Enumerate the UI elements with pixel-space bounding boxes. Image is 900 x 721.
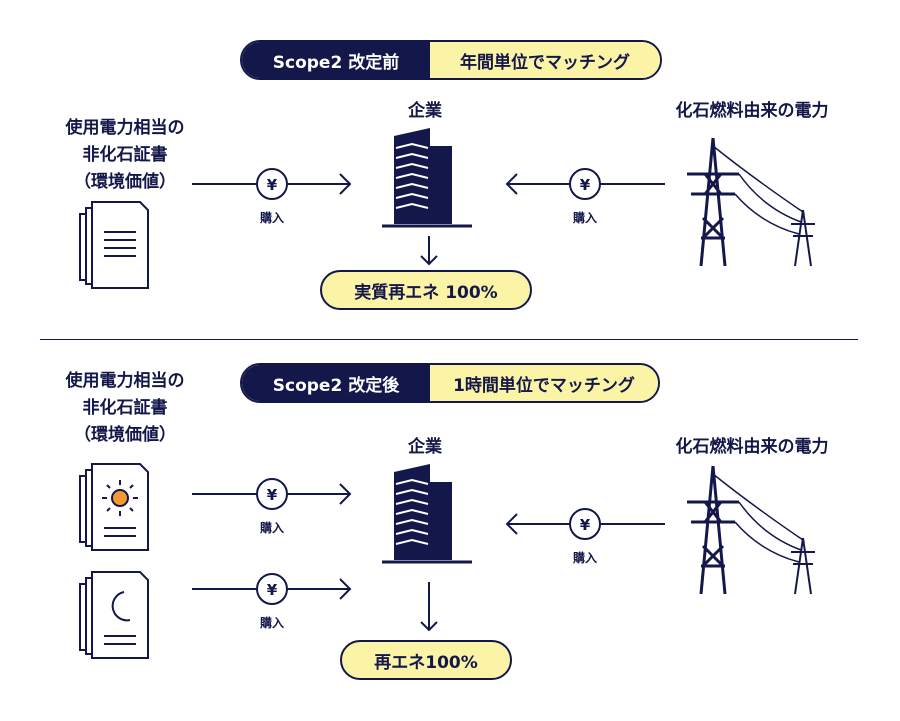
power-label-before: 化石燃料由来の電力 [675,101,829,121]
scope-after-label: Scope2 改定後 [242,365,430,401]
building-icon [382,128,472,228]
yen-icon: ¥ [266,486,278,504]
purchase-arrow-sun [192,478,352,510]
purchase-label-moon: 購入 [259,616,284,630]
building-icon [382,464,472,564]
power-tower-icon [687,465,815,595]
purchase-label-right-before: 購入 [572,211,597,225]
purchase-arrow-right-before [505,168,665,200]
yen-icon: ¥ [579,176,591,194]
result-before: 実質再エネ 100% [320,270,532,310]
document-stack-icon [79,201,149,289]
certificate-label-after: 使用電力相当の 非化石証書 （環境価値） [65,371,185,445]
purchase-arrow-right-after [505,508,665,540]
result-after: 再エネ100% [340,640,512,680]
matching-before-label: 年間単位でマッチング [430,42,660,78]
company-label-before: 企業 [408,101,442,121]
sun-document-icon [79,463,149,551]
down-arrow-before [420,236,438,266]
yen-icon: ¥ [266,176,278,194]
scope-after-pill: Scope2 改定後 1時間単位でマッチング [240,363,660,403]
yen-icon: ¥ [266,581,278,599]
moon-document-icon [79,571,149,659]
yen-icon: ¥ [579,516,591,534]
power-tower-icon [687,137,815,267]
purchase-label-sun: 購入 [259,521,284,535]
purchase-arrow-left-before [192,168,352,200]
power-label-after: 化石燃料由来の電力 [675,437,829,457]
matching-after-label: 1時間単位でマッチング [430,365,658,401]
certificate-label-before: 使用電力相当の 非化石証書 （環境価値） [65,118,185,192]
purchase-label-left-before: 購入 [259,211,284,225]
purchase-arrow-moon [192,573,352,605]
company-label-after: 企業 [408,437,442,457]
section-divider [40,339,858,340]
down-arrow-after [420,582,438,632]
purchase-label-right-after: 購入 [572,551,597,565]
scope-before-label: Scope2 改定前 [242,42,430,78]
scope-before-pill: Scope2 改定前 年間単位でマッチング [240,40,662,80]
